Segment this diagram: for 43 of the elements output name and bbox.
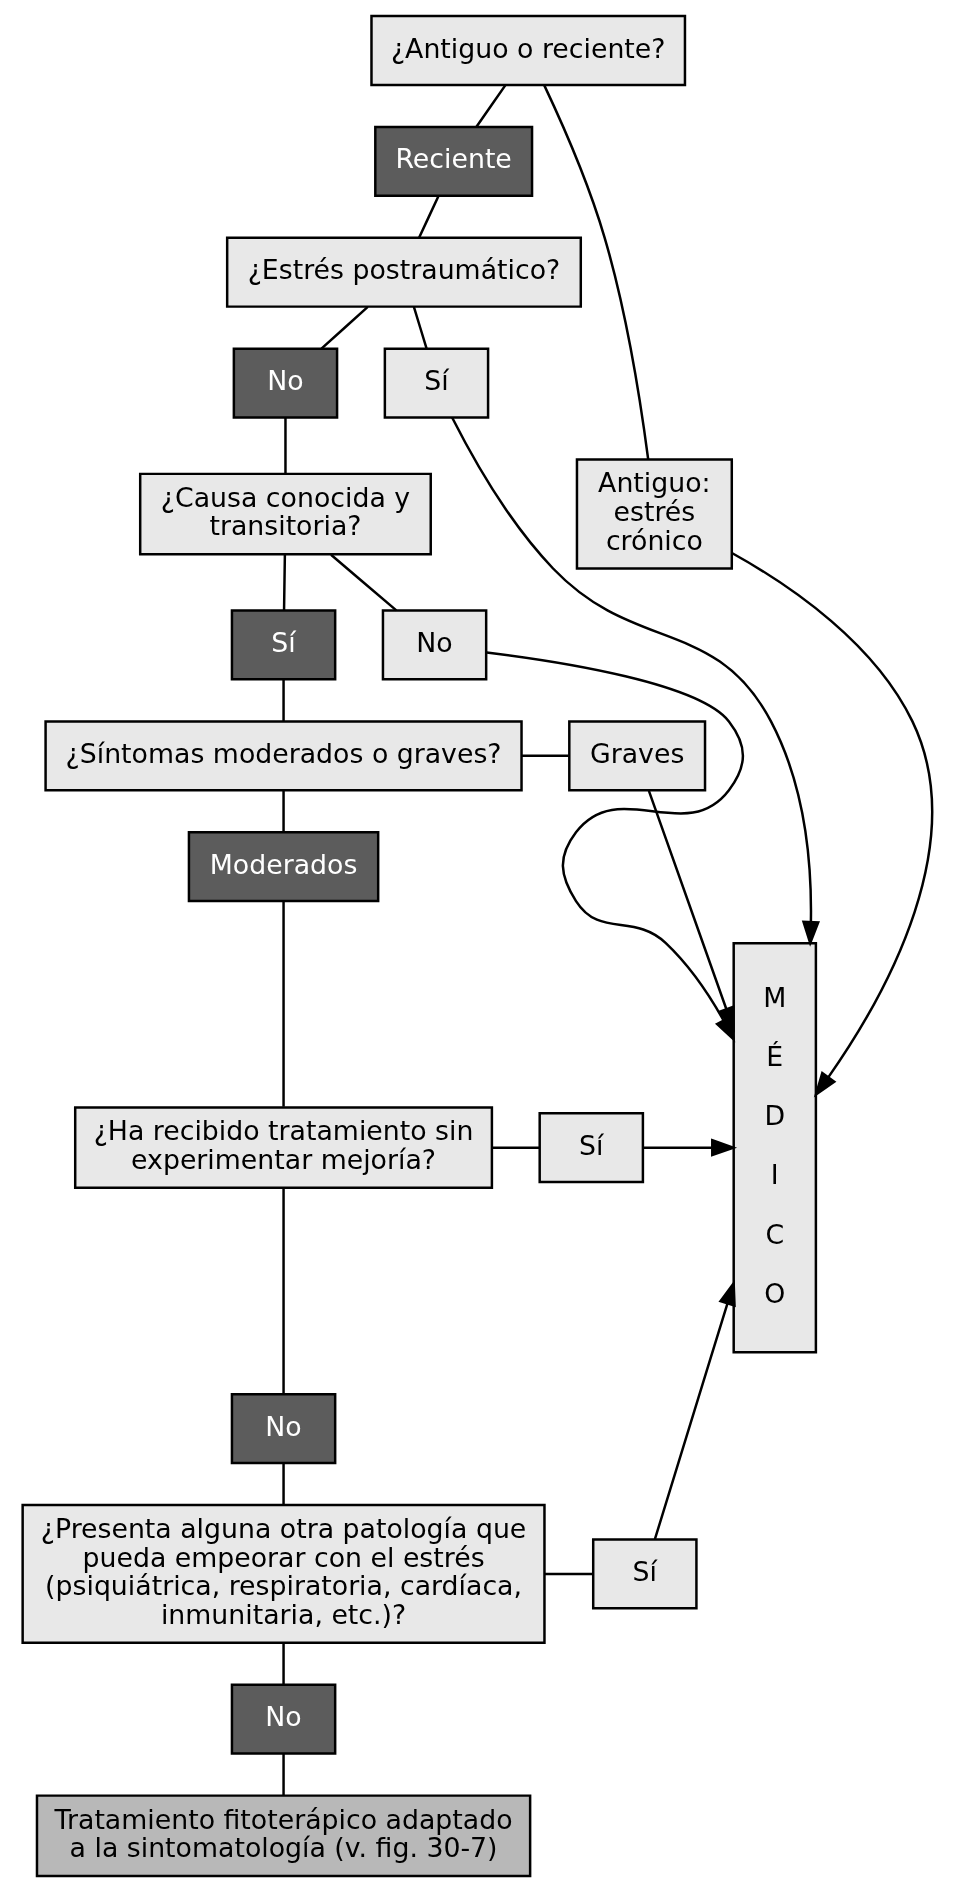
node-box: No (232, 347, 338, 419)
arrow (653, 1279, 736, 1540)
arrow (643, 1138, 737, 1157)
node-box: ¿Presenta alguna otra patología que pueda empeorar con el estrés (psiquiátrica, respiratoria, cardíaca, inmunitaria, etc.)? (20, 1503, 546, 1644)
connector (474, 84, 506, 128)
node-box: ¿Ha recibido tratamiento sin experimentar mejoría? (73, 1106, 493, 1190)
node-box: Sí (383, 347, 489, 419)
connector (281, 1188, 285, 1394)
connector (281, 901, 285, 1107)
node-box: Sí (230, 609, 336, 681)
connector (320, 305, 369, 350)
node-box: Sí (537, 1112, 644, 1184)
connector (283, 417, 287, 474)
connector (329, 553, 397, 612)
node-box: M É D I C O (731, 941, 817, 1354)
arrow (450, 416, 820, 947)
connector (281, 679, 285, 722)
connector (282, 554, 286, 611)
connector (412, 306, 428, 350)
node-box: No (381, 609, 487, 681)
node-box: Reciente (373, 125, 533, 197)
node-box: No (230, 1683, 336, 1755)
node-box: Sí (591, 1538, 698, 1610)
node-box: No (230, 1393, 336, 1465)
node-box: Tratamiento fitoterápico adaptado a la sintomatología (v. fig. 30-7) (35, 1794, 531, 1878)
arrow (647, 790, 735, 1033)
connector (281, 1753, 285, 1796)
node-box: Moderados (187, 831, 379, 903)
node-box: Antiguo: estrés crónico (575, 458, 733, 570)
node-box: ¿Síntomas moderados o graves? (43, 720, 523, 792)
node-box: ¿Causa conocida y transitoria? (138, 472, 432, 556)
connector (417, 195, 440, 239)
arrow (730, 551, 933, 1098)
node-box: Graves (567, 720, 706, 792)
connector (281, 790, 285, 833)
node-box: ¿Antiguo o reciente? (369, 14, 686, 87)
node-box: ¿Estrés postraumático? (225, 236, 582, 308)
connector (491, 1146, 539, 1149)
connector (281, 1643, 285, 1685)
connector (281, 1463, 285, 1505)
connector (544, 1572, 593, 1576)
connector (542, 84, 649, 460)
connector (521, 754, 569, 758)
